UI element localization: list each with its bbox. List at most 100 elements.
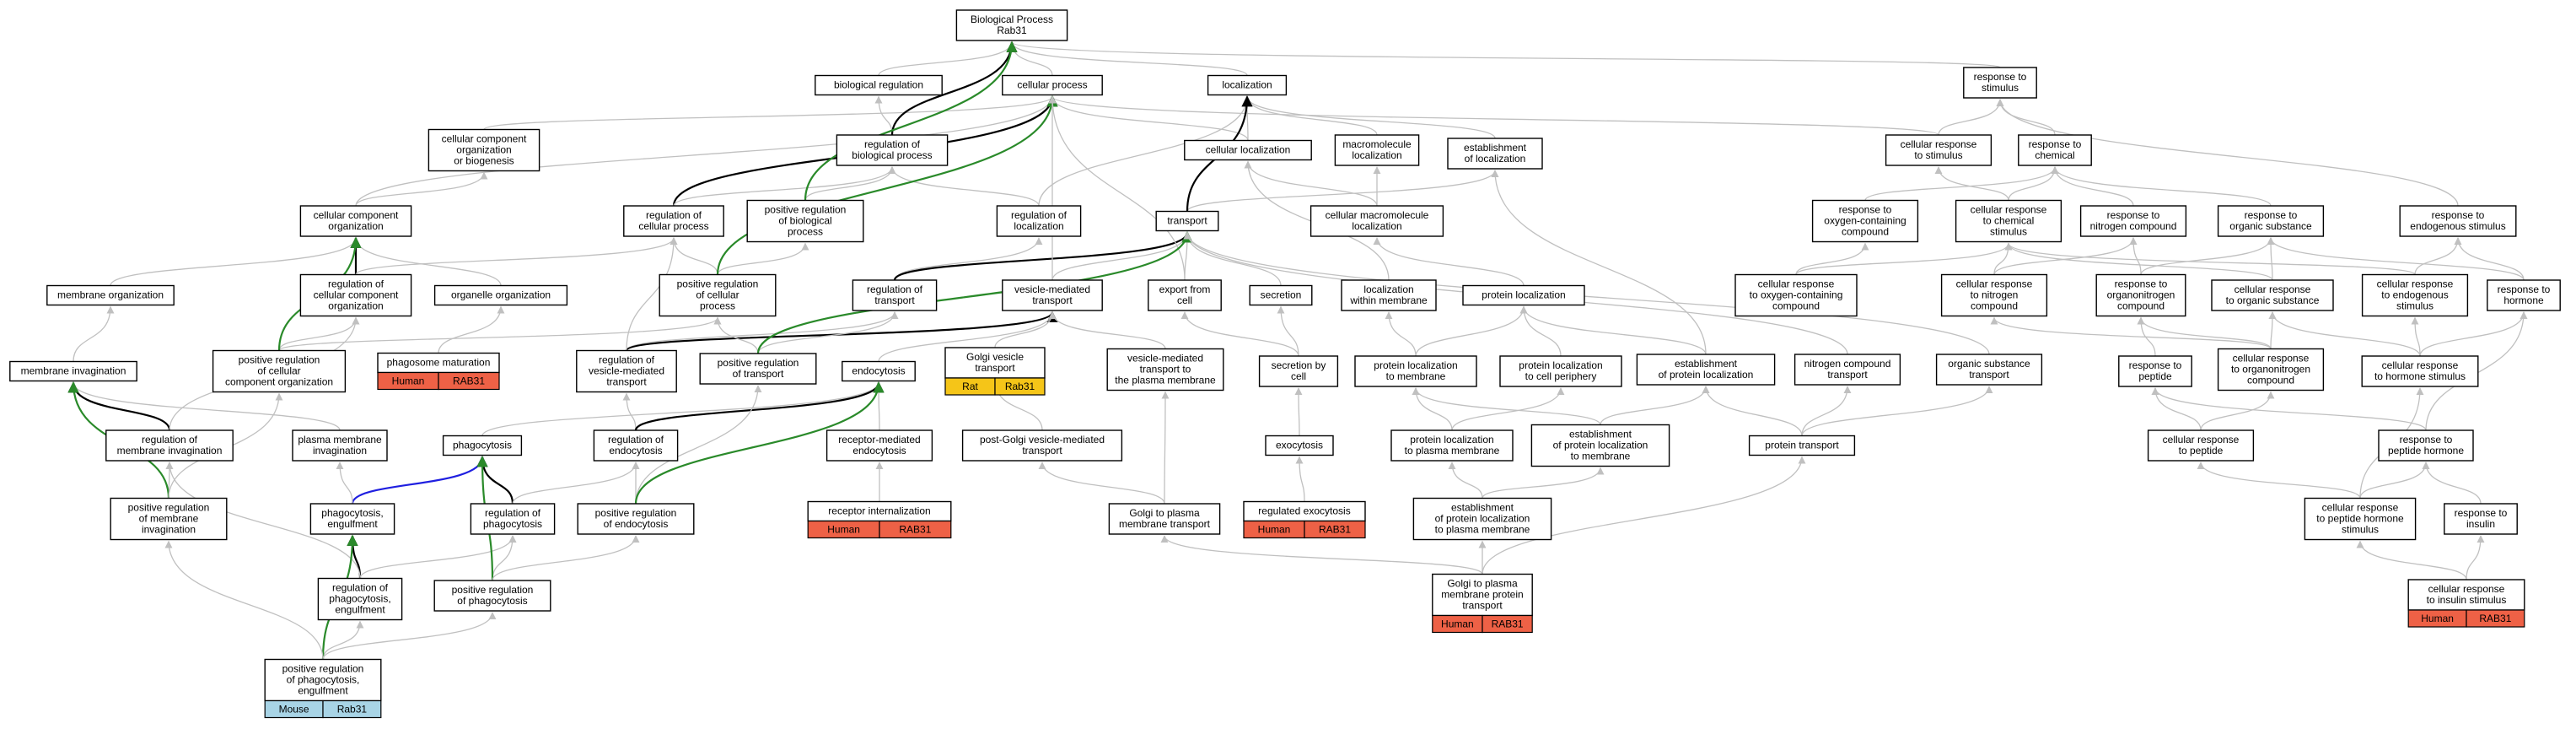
- edge-estplpm-to-estplm: [1482, 467, 1605, 499]
- node-phago[interactable]: phagocytosis: [442, 435, 523, 456]
- node-box: [2018, 134, 2092, 166]
- node-loc[interactable]: localization: [1207, 74, 1288, 96]
- node-box: [105, 429, 234, 462]
- node-meminv[interactable]: membrane invagination: [9, 360, 137, 382]
- node-memorg[interactable]: membrane organization: [46, 284, 175, 306]
- node-orgorg[interactable]: organelle organization: [433, 284, 568, 306]
- edge-rendocyt-to-endocyt: [634, 381, 885, 431]
- node-endocyt[interactable]: endocytosis: [842, 360, 916, 382]
- edge-crorgn-to-crorg: [2268, 311, 2277, 349]
- edge-vmt-to-transport: [1051, 231, 1191, 281]
- node-prottrans[interactable]: protein transport: [1748, 435, 1856, 456]
- node-label-line: to plasma membrane: [1405, 445, 1500, 456]
- node-box: [1341, 279, 1437, 311]
- node-box: [1748, 435, 1856, 456]
- node-exocyt[interactable]: exocytosis: [1265, 435, 1334, 456]
- node-label-line: cellular response: [2377, 278, 2454, 290]
- edge-secbycell-to-secretion: [1277, 305, 1299, 357]
- node-transport[interactable]: transport: [1155, 210, 1219, 232]
- node-secretion[interactable]: secretion: [1249, 284, 1313, 306]
- node-label-line: invagination: [142, 524, 196, 536]
- node-label-line: transport: [1032, 294, 1073, 306]
- node-breg[interactable]: biological regulation: [815, 74, 943, 96]
- node-phagoeng[interactable]: phagocytosis,engulfment: [309, 503, 395, 535]
- node-label-line: protein localization: [1374, 359, 1457, 371]
- edge-roxy-to-rchem: [1864, 166, 2059, 201]
- node-cproc[interactable]: cellular process: [1002, 74, 1103, 96]
- node-cloc[interactable]: cellular localization: [1184, 139, 1312, 161]
- node-protloc[interactable]: protein localization: [1462, 284, 1585, 306]
- node-box: [309, 503, 395, 535]
- node-label-line: to cell periphery: [1525, 370, 1597, 382]
